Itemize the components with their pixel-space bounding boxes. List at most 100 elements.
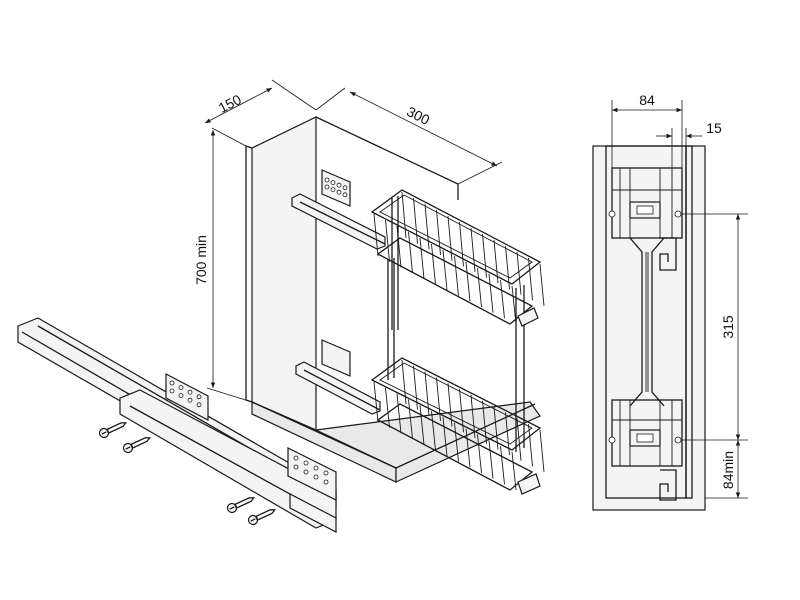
cabinet-side-panel — [251, 116, 317, 431]
plate-hole — [178, 393, 184, 399]
plate-hole — [303, 469, 309, 475]
plate-hole — [323, 470, 329, 476]
plate-hole — [293, 455, 299, 461]
plate-hole — [196, 394, 202, 400]
upper-basket-wire — [431, 243, 436, 285]
bracket-hole — [324, 184, 330, 190]
bracket-hole — [330, 187, 336, 193]
bracket-hole — [342, 192, 348, 198]
front-view-central-column — [629, 237, 677, 501]
lower-basket-wire — [424, 371, 430, 416]
upper-wire-basket — [370, 189, 545, 330]
dimension-width-label: 300 — [404, 103, 432, 128]
upper-basket-wire — [424, 203, 430, 250]
upper-basket-wire — [505, 245, 510, 290]
dimension-depth-label: 150 — [216, 91, 244, 116]
basket-frame-uprights — [387, 258, 541, 495]
dimension-front-width-label: 84 — [639, 92, 655, 108]
screw-4 — [247, 509, 277, 526]
dimension-height-label: 700 min — [193, 235, 209, 285]
lower-basket-wire — [373, 381, 379, 423]
screws — [98, 422, 277, 526]
dimension-bottom-min: 84min — [705, 440, 748, 499]
plate-hole — [303, 460, 309, 466]
lower-basket-wire — [454, 422, 459, 462]
lower-basket-wire — [419, 405, 425, 445]
bracket-hole — [342, 185, 348, 191]
screw-2 — [122, 437, 152, 454]
plate-hole — [293, 464, 299, 470]
upper-basket-wire — [442, 249, 448, 291]
lower-basket-wire — [436, 377, 441, 422]
upper-basket-wire — [500, 279, 505, 319]
upper-basket-wire — [459, 221, 464, 267]
plate-hole — [169, 388, 175, 394]
rail-mounting-plate-rear — [165, 373, 209, 421]
plate-hole — [187, 397, 193, 403]
lower-wire-basket — [370, 357, 545, 491]
bracket-hole — [336, 189, 342, 195]
upper-basket-wire — [436, 209, 441, 256]
dimension-width: 300 — [315, 87, 503, 185]
lower-basket-wire — [493, 406, 499, 450]
front-view-upper-basket — [608, 167, 683, 239]
lower-basket-wire — [413, 365, 418, 410]
dimension-basket-spacing-label: 315 — [720, 315, 736, 339]
dimension-front-offset-label: 15 — [706, 120, 722, 136]
upper-basket-wire — [401, 191, 407, 239]
lower-basket-wire — [470, 394, 476, 439]
lower-basket-wire — [385, 387, 390, 428]
bracket-hole — [336, 182, 342, 188]
upper-basket-wire — [373, 213, 379, 257]
bracket-hole — [330, 180, 336, 186]
upper-basket-wire — [516, 251, 522, 295]
plate-hole — [323, 479, 329, 485]
lower-basket-wire — [465, 428, 471, 468]
lower-basket-wire — [447, 383, 453, 427]
bracket-hole — [324, 177, 330, 183]
lower-basket-wire — [442, 416, 448, 457]
plate-hole — [187, 389, 193, 395]
plate-hole — [196, 402, 202, 408]
upper-basket-wire — [447, 215, 453, 261]
dimension-front-offset: 15 — [656, 120, 722, 168]
front-elevation-view: 84 15 315 84min — [592, 92, 748, 511]
lower-basket-wire — [401, 359, 407, 405]
dimension-bottom-min-label: 84min — [720, 451, 736, 489]
upper-basket-wire — [511, 285, 517, 325]
upper-basket-wire — [477, 267, 482, 308]
lower-mounting-bracket — [321, 339, 351, 377]
loose-runner-rail — [17, 317, 337, 533]
lower-basket-wire — [431, 411, 436, 451]
upper-basket-wire — [482, 233, 487, 278]
lower-basket-wire — [539, 429, 545, 473]
lower-runner-rail — [295, 361, 381, 415]
dimension-height: 700 min — [193, 130, 253, 403]
rail-mounting-plate-front — [287, 447, 337, 501]
front-view-lower-basket — [608, 399, 683, 467]
front-view-cabinet — [592, 145, 706, 511]
plate-hole — [169, 380, 175, 386]
lower-basket-wire — [477, 434, 482, 474]
upper-basket-wire — [528, 257, 533, 301]
lower-basket-wire — [488, 440, 494, 479]
lower-basket-wire — [511, 451, 517, 491]
upper-basket-wire — [408, 231, 413, 274]
lower-basket-wire — [396, 393, 402, 434]
screw-1 — [98, 422, 128, 439]
lower-basket-wire — [500, 446, 505, 485]
lower-basket-wire — [482, 400, 487, 444]
dimension-front-width: 84 — [611, 92, 683, 168]
upper-basket-wire — [413, 197, 418, 244]
upper-basket-wire — [465, 261, 471, 302]
upper-basket-wire — [385, 219, 390, 262]
upper-basket-wire — [493, 239, 499, 284]
plate-hole — [313, 465, 319, 471]
upper-runner-rail — [291, 193, 386, 250]
lower-basket-wire — [516, 418, 522, 461]
plate-hole — [313, 474, 319, 480]
lower-basket-wire — [459, 389, 464, 433]
upper-basket-wire — [488, 273, 494, 313]
upper-basket-wire — [539, 263, 545, 307]
